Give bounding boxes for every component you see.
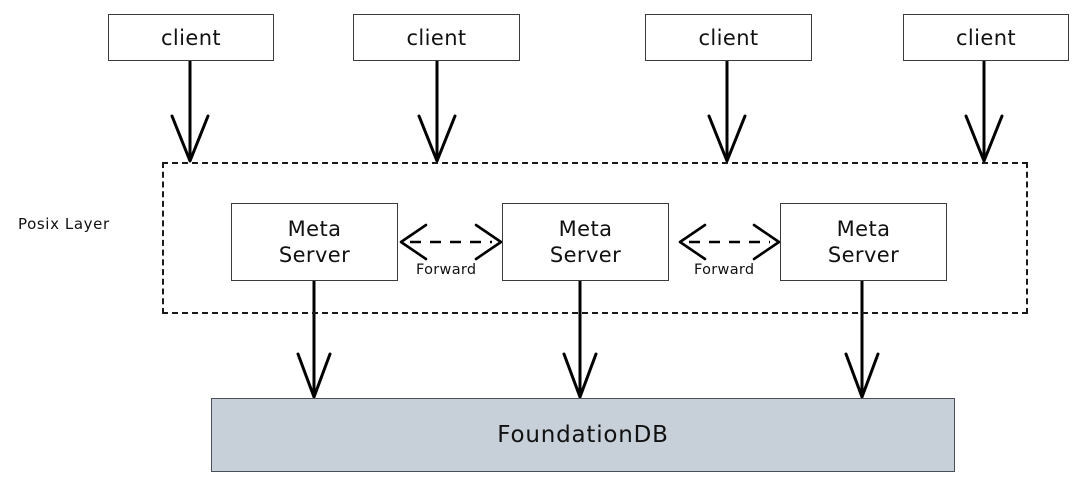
client-node-1-label: client [160, 25, 222, 50]
arrow-client2-to-posix [417, 61, 457, 163]
posix-layer-label: Posix Layer [18, 215, 110, 233]
arrow-meta3-to-database [844, 281, 880, 399]
arrow-client3-to-posix [707, 61, 747, 163]
forward-label-1: Forward [414, 262, 479, 278]
foundationdb-label: FoundationDB [497, 422, 669, 448]
meta-server-node-3-line1: Meta [836, 216, 891, 241]
client-node-2: client [353, 14, 520, 61]
arrow-meta1-to-database [296, 281, 332, 399]
client-node-4-label: client [955, 25, 1017, 50]
forward-label-2: Forward [692, 262, 757, 278]
meta-server-node-2-line2: Server [549, 243, 622, 267]
client-node-4: client [903, 14, 1069, 61]
meta-server-node-1-line2: Server [278, 243, 351, 267]
arrow-client1-to-posix [170, 61, 210, 163]
meta-server-node-3: Meta Server [780, 203, 947, 281]
client-node-3-label: client [698, 25, 759, 50]
foundationdb-node: FoundationDB [211, 398, 955, 472]
meta-server-node-2-line1: Meta [558, 216, 613, 241]
meta-server-node-1-line1: Meta [287, 216, 342, 241]
meta-server-node-3-line2: Server [827, 243, 900, 267]
client-node-1: client [108, 14, 274, 61]
meta-server-node-2: Meta Server [502, 203, 669, 281]
arrow-forward-meta1-meta2 [399, 223, 503, 261]
arrow-meta2-to-database [562, 281, 598, 399]
arrow-client4-to-posix [964, 61, 1004, 163]
meta-server-node-1: Meta Server [231, 203, 398, 281]
posix-layer-container [162, 162, 1028, 314]
arrow-forward-meta2-meta3 [678, 223, 781, 261]
client-node-3: client [645, 14, 812, 61]
client-node-2-label: client [406, 25, 467, 50]
